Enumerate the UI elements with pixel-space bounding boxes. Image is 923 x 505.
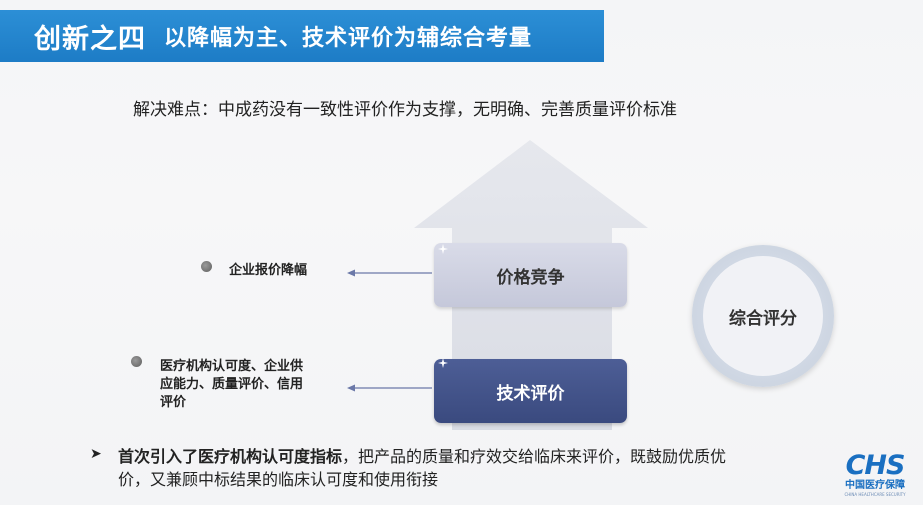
composite-score-label: 综合评分 <box>703 256 823 376</box>
title-bar: 创新之四 以降幅为主、技术评价为辅综合考量 <box>0 10 604 62</box>
bottom-paragraph: 首次引入了医疗机构认可度指标，把产品的质量和疗效交给临床来评价，既鼓励优质优价，… <box>118 445 758 491</box>
tech-note-line: 应能力、质量评价、信用 <box>160 377 304 392</box>
sparkle-icon <box>438 244 448 254</box>
difficulty-statement: 解决难点：中成药没有一致性评价作为支撑，无明确、完善质量评价标准 <box>133 100 677 120</box>
chs-logo-cn: 中国医疗保障 <box>845 480 905 491</box>
bullet-dot-icon <box>201 261 212 272</box>
chevron-right-icon: ➤ <box>90 446 102 462</box>
tech-note-line: 评价 <box>160 395 187 410</box>
chs-logo-en: CHINA HEALTHCARE SECURITY <box>844 492 906 497</box>
bullet-dot-icon <box>131 356 142 367</box>
chs-logo: CHS 中国医疗保障 CHINA HEALTHCARE SECURITY <box>832 452 918 502</box>
sparkle-icon <box>438 358 448 368</box>
bottom-rest-text: ，把产品的质量和疗效交给临床来评价，既鼓励优质优价，又兼顾中标结果的临床认可度和… <box>118 447 727 489</box>
page-title: 创新之四 <box>34 23 146 55</box>
page-subtitle: 以降幅为主、技术评价为辅综合考量 <box>164 26 533 51</box>
tech-note: 医疗机构认可度、企业供 应能力、质量评价、信用 评价 <box>160 358 303 412</box>
bottom-bold-text: 首次引入了医疗机构认可度指标 <box>118 447 343 466</box>
tech-note-line: 医疗机构认可度、企业供 <box>160 359 304 374</box>
price-note: 企业报价降幅 <box>229 263 308 278</box>
technical-evaluation-box: 技术评价 <box>434 359 627 423</box>
chs-logo-mark: CHS <box>845 450 906 481</box>
price-competition-box: 价格竞争 <box>434 243 627 307</box>
